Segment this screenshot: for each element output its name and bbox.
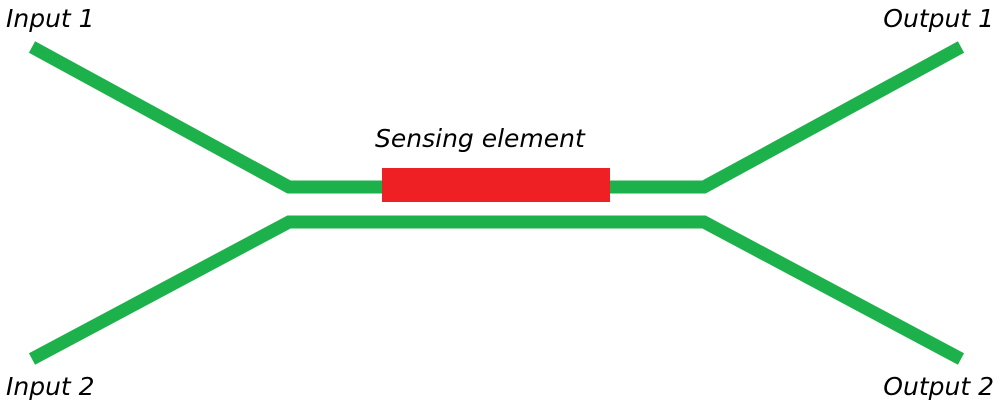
output-1-label: Output 1 <box>883 4 994 33</box>
input-2-label: Input 2 <box>6 372 95 401</box>
sensing-element-label: Sensing element <box>375 124 585 153</box>
waveguide-lower <box>28 215 965 365</box>
input-1-label: Input 1 <box>6 4 95 33</box>
sensing-element <box>382 168 610 202</box>
output-2-label: Output 2 <box>883 372 994 401</box>
waveguide-upper <box>28 41 965 194</box>
